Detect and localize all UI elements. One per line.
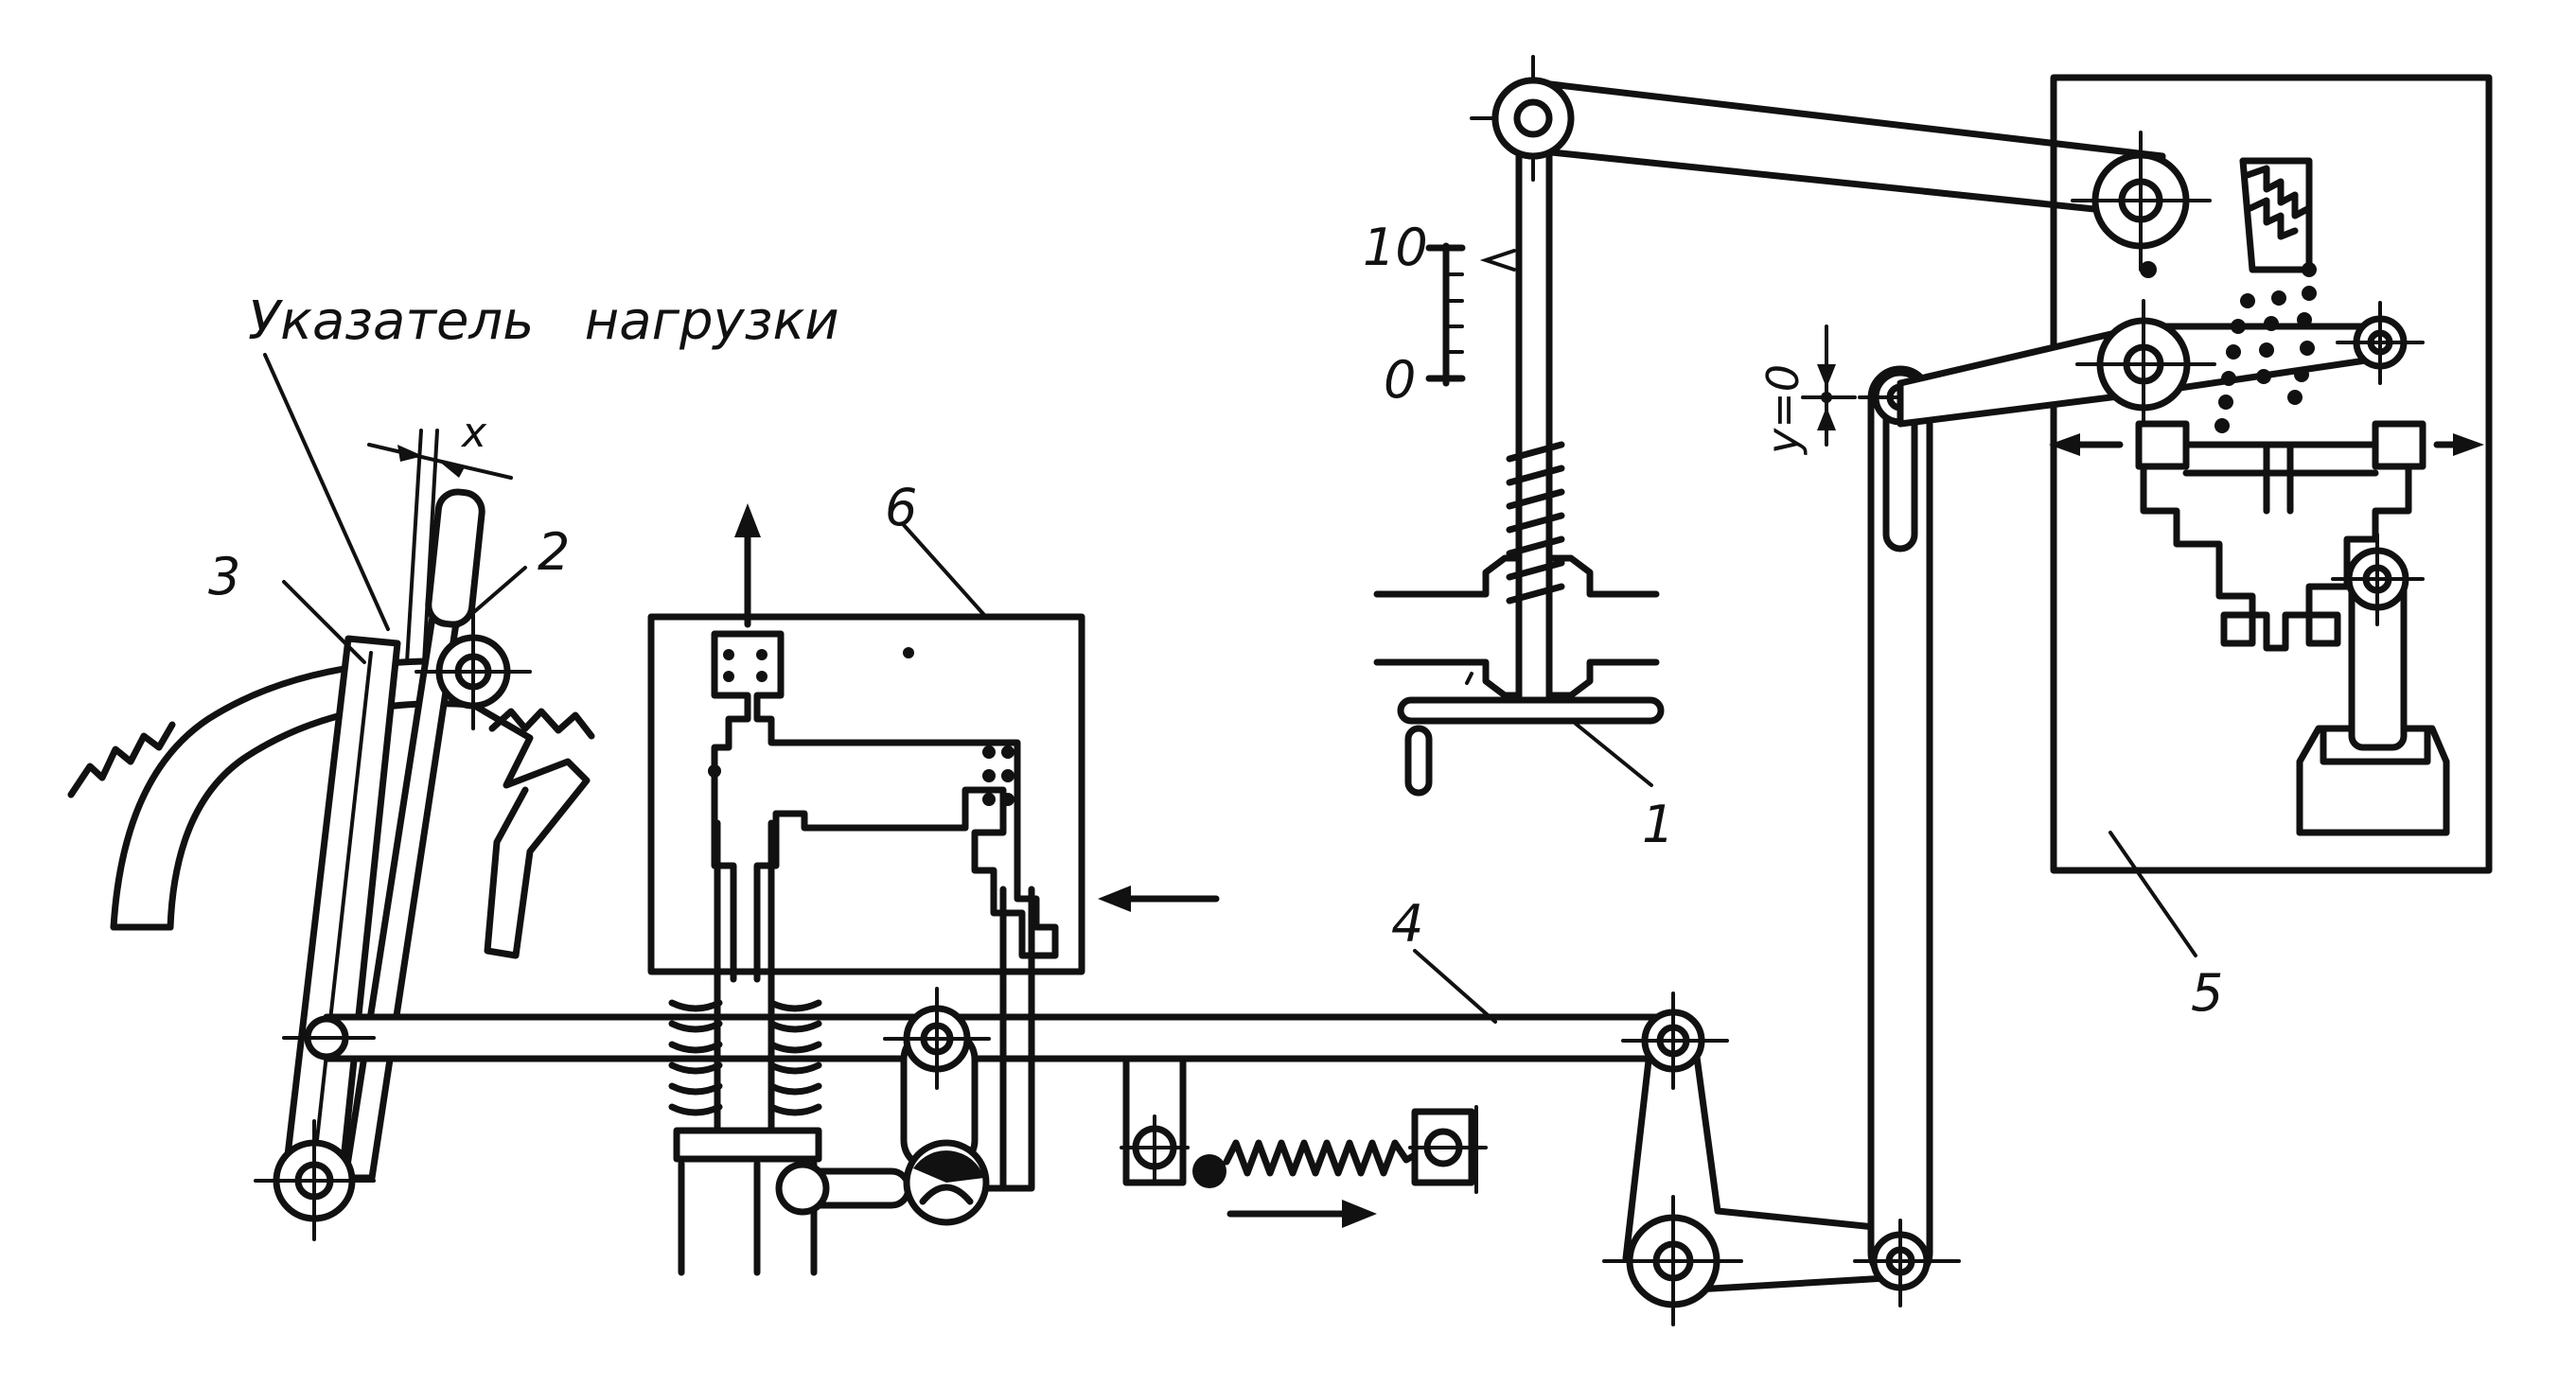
load-indicator-caption: Указатель нагрузки bbox=[248, 290, 839, 352]
callout-leader-4 bbox=[1413, 949, 1497, 1024]
governor-valve-body bbox=[2135, 420, 2426, 652]
callout-6: 6 bbox=[885, 478, 917, 537]
callout-2: 2 bbox=[538, 522, 570, 582]
governor-housing-5 bbox=[2050, 74, 2493, 874]
callout-4: 4 bbox=[1391, 894, 1423, 954]
crank-linkage bbox=[775, 987, 1035, 1216]
y-zero-mark bbox=[1801, 325, 1857, 447]
gear-rack bbox=[2239, 157, 2313, 273]
scale bbox=[1425, 242, 1516, 387]
pointer-pivot bbox=[415, 613, 532, 730]
upper-link-arm bbox=[1491, 77, 2166, 219]
callout-leader-1 bbox=[1574, 722, 1653, 787]
callout-1: 1 bbox=[1642, 795, 1674, 854]
scale-label-10: 10 bbox=[1363, 218, 1428, 277]
callout-5: 5 bbox=[2191, 963, 2223, 1023]
spring-force-arrow bbox=[1226, 1200, 1377, 1228]
spring-bracket bbox=[1120, 1055, 1190, 1186]
governor-lower-link bbox=[1897, 299, 2425, 428]
callout-leaders bbox=[282, 566, 527, 664]
callout-leader-5 bbox=[2108, 831, 2197, 957]
control-rod-1 bbox=[1506, 108, 1565, 721]
governor-piston bbox=[2296, 533, 2450, 836]
y-zero-label: y=0 bbox=[1757, 364, 1808, 456]
servo-outlet-arrow bbox=[734, 503, 761, 628]
x-dimension bbox=[367, 429, 513, 664]
ball-joint bbox=[903, 1139, 990, 1226]
tension-spring bbox=[1192, 1105, 1488, 1194]
callout-3: 3 bbox=[208, 547, 240, 606]
vertical-link bbox=[1853, 365, 1961, 1307]
bell-crank bbox=[1602, 991, 1906, 1326]
governor-upper-pivot bbox=[2071, 131, 2212, 272]
rod-guide-housing bbox=[1373, 554, 1665, 797]
x-label: x bbox=[460, 409, 487, 457]
pilot-valve-rod bbox=[999, 886, 1035, 1191]
governor-spool-arrows bbox=[2049, 433, 2484, 456]
caption-leader bbox=[263, 353, 390, 631]
lever-lower-pivot bbox=[254, 1119, 376, 1241]
flyweight-balls bbox=[2140, 261, 2317, 433]
piston-spring bbox=[668, 999, 822, 1116]
servo-inlet-arrow bbox=[1098, 886, 1220, 912]
callout-leader-6 bbox=[902, 523, 986, 617]
scale-label-0: 0 bbox=[1384, 350, 1416, 410]
